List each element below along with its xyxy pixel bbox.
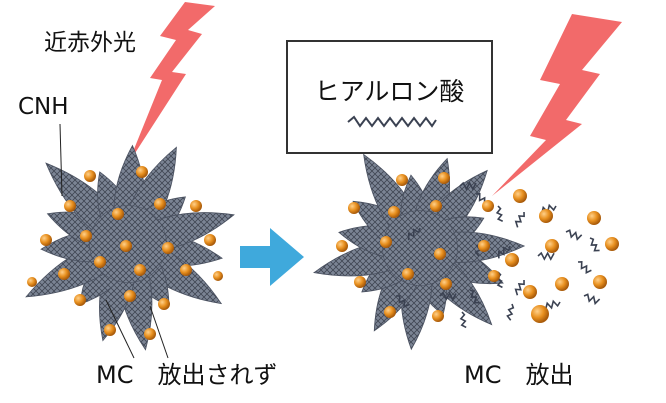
lightning-bolt-icon	[128, 2, 215, 164]
microcapsule-particle	[605, 237, 619, 251]
microcapsule-particle	[144, 328, 156, 340]
microcapsule-particle	[380, 236, 392, 248]
polymer-chain-icon	[347, 115, 437, 128]
microcapsule-particle	[213, 271, 223, 281]
microcapsule-particles-right	[336, 172, 619, 323]
microcapsule-particle	[384, 306, 396, 318]
microcapsule-particle	[112, 208, 124, 220]
mc-pointer-line-left	[105, 299, 135, 359]
microcapsule-particle	[396, 174, 408, 186]
mc-pointer-line-right	[149, 305, 169, 359]
microcapsule-particle	[80, 230, 92, 242]
microcapsule-particle	[545, 239, 559, 253]
lightning-bolt-icon	[492, 14, 622, 196]
microcapsule-particle	[434, 248, 446, 260]
ha-strand	[514, 211, 525, 228]
microcapsule-particle	[438, 172, 450, 184]
microcapsule-particle	[388, 206, 400, 218]
microcapsule-particle	[430, 200, 442, 212]
microcapsule-particle	[84, 170, 96, 182]
ha-strand	[537, 251, 555, 261]
cnh-aggregate-right	[312, 153, 526, 351]
ha-strand	[565, 229, 583, 241]
microcapsule-particle	[523, 285, 537, 299]
microcapsule-particle	[505, 253, 519, 267]
ha-strand	[506, 303, 515, 321]
microcapsule-particle	[64, 200, 76, 212]
ha-strand	[540, 203, 557, 215]
ha-strand	[407, 227, 421, 241]
microcapsule-particle	[354, 276, 366, 288]
mc-not-released-label: MC 放出されず	[96, 361, 278, 389]
microcapsule-particle	[482, 200, 494, 212]
microcapsule-particle	[94, 256, 106, 268]
ha-strand	[459, 181, 477, 191]
ha-strand	[544, 299, 561, 311]
microcapsule-particle	[432, 310, 444, 322]
ha-strand	[459, 311, 467, 329]
ha-strand	[589, 237, 600, 252]
microcapsule-particle	[402, 268, 414, 280]
ha-strand	[514, 279, 525, 296]
microcapsule-particle	[104, 324, 116, 336]
ha-strand	[439, 291, 457, 302]
microcapsule-particle	[162, 242, 174, 254]
microcapsule-particle	[587, 211, 601, 225]
microcapsule-particle	[136, 166, 148, 178]
microcapsule-particle	[58, 268, 70, 280]
microcapsule-particles-left	[27, 166, 223, 340]
microcapsule-particle	[513, 189, 527, 203]
microcapsule-particle	[440, 278, 452, 290]
microcapsule-particle	[158, 298, 170, 310]
ha-strand	[577, 261, 592, 274]
mc-released-label: MC 放出	[464, 361, 574, 389]
microcapsule-particle	[40, 234, 52, 246]
hyaluronic-acid-label: ヒアルロン酸	[314, 77, 465, 106]
ha-strand	[498, 245, 511, 259]
microcapsule-particle	[204, 234, 216, 246]
ha-strand	[583, 293, 601, 306]
microcapsule-particle	[134, 264, 146, 276]
microcapsule-particle	[27, 277, 37, 287]
microcapsule-particle	[348, 202, 360, 214]
microcapsule-particle	[190, 200, 202, 212]
cnh-pointer-line	[59, 123, 63, 197]
ha-strand	[395, 295, 410, 309]
microcapsule-particle	[539, 209, 553, 223]
microcapsule-particle	[154, 198, 166, 210]
microcapsule-particle	[336, 240, 348, 252]
microcapsule-particle	[124, 290, 136, 302]
ha-strand	[495, 271, 503, 289]
microcapsule-particle	[531, 305, 549, 323]
microcapsule-particle	[180, 264, 192, 276]
hyaluronic-acid-strands	[395, 181, 601, 329]
hyaluronic-acid-legend-box: ヒアルロン酸	[286, 40, 493, 154]
ha-strand	[469, 289, 480, 304]
cnh-label: CNH	[18, 94, 69, 120]
microcapsule-particle	[478, 240, 490, 252]
microcapsule-particle	[120, 240, 132, 252]
ha-strand	[495, 205, 504, 222]
microcapsule-particle	[593, 275, 607, 289]
microcapsule-particle	[555, 277, 569, 291]
near-infrared-label: 近赤外光	[44, 30, 136, 56]
microcapsule-particle	[74, 294, 86, 306]
microcapsule-particle	[488, 270, 500, 282]
arrow-right-icon	[240, 228, 304, 286]
